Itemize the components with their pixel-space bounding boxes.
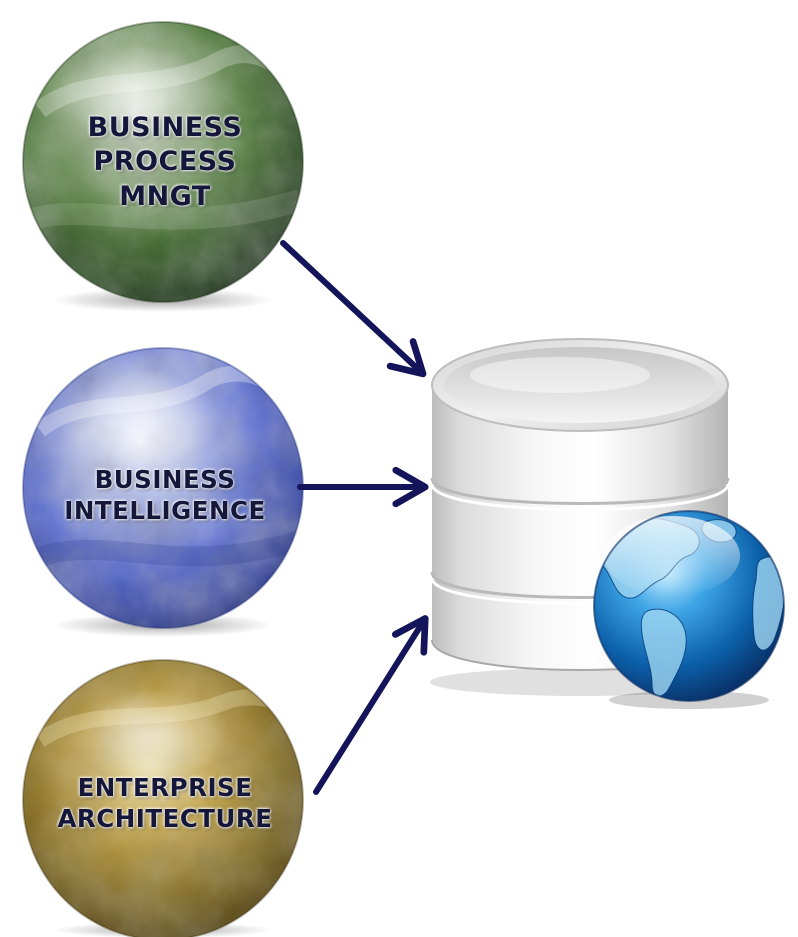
arrow-bpm-to-database bbox=[280, 240, 427, 378]
arrows bbox=[280, 240, 429, 795]
globe-icon bbox=[593, 510, 785, 709]
arrow-ea-to-database bbox=[313, 615, 429, 795]
ea-sphere bbox=[22, 659, 304, 937]
bpm-sphere bbox=[22, 21, 304, 312]
bi-sphere bbox=[22, 347, 304, 637]
